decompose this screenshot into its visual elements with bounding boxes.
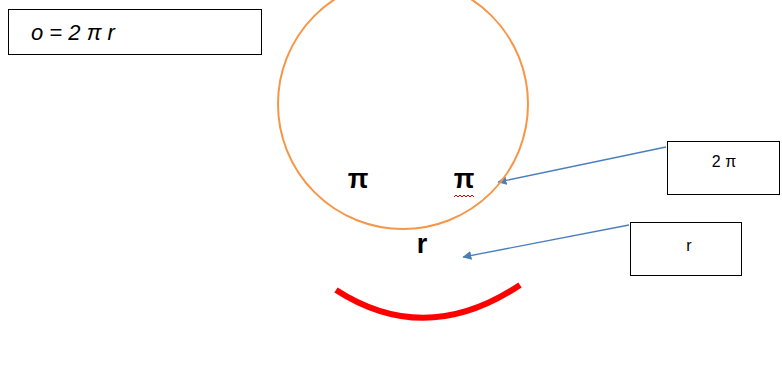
formula-text: o = 2 π r (31, 21, 115, 45)
callout-arrow (498, 147, 666, 182)
callout-box: 2 π (667, 141, 780, 195)
callout-text: 2 π (712, 153, 736, 171)
pi-symbol: π (454, 165, 475, 195)
callout-box: r (630, 222, 742, 276)
radius-symbol: r (417, 230, 428, 260)
callout-text: r (686, 237, 691, 255)
face-circle-outline (278, 0, 528, 229)
formula-box: o = 2 π r (8, 9, 262, 55)
callout-arrow (463, 225, 629, 257)
face-outline (276, 81, 530, 127)
face-circle: π π r (276, 81, 546, 351)
pi-symbol: π (348, 165, 369, 195)
smile-arc (336, 285, 520, 318)
spellcheck-underline (454, 195, 474, 197)
